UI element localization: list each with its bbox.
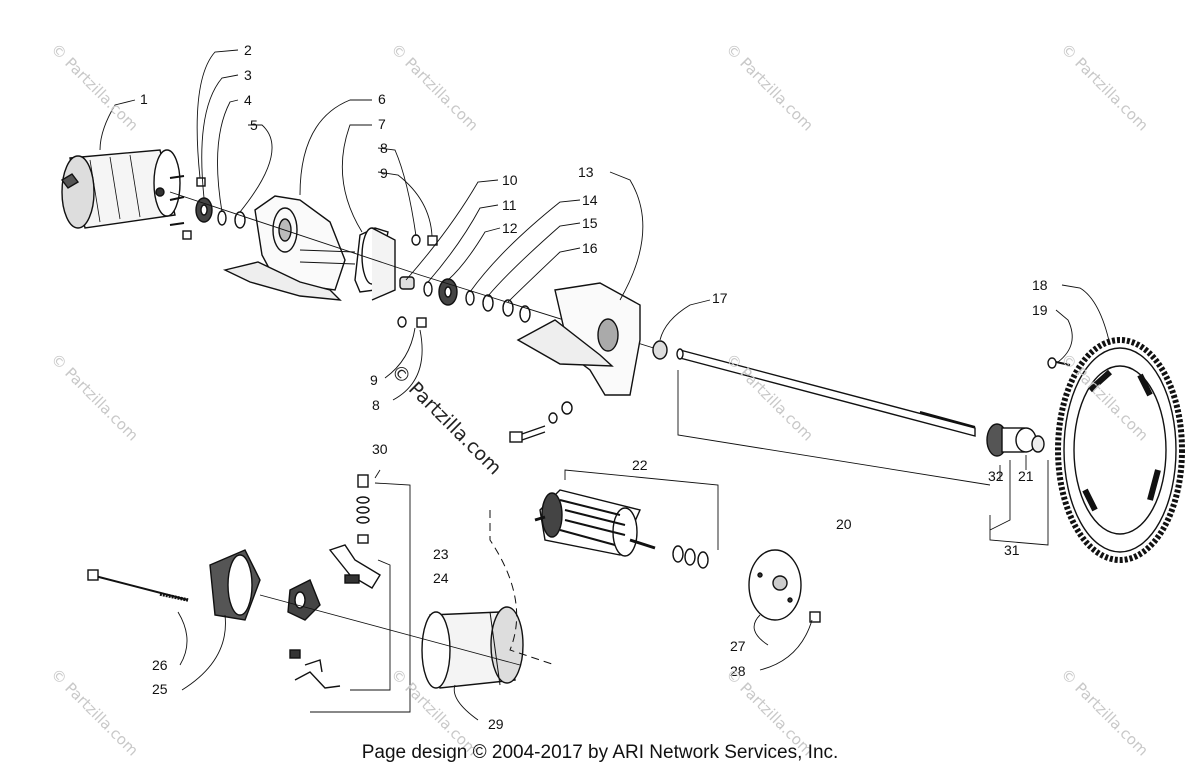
- callout-9-lower: 9: [370, 372, 378, 388]
- pin: [182, 230, 192, 240]
- washer: [465, 290, 475, 306]
- callout-29: 29: [488, 716, 504, 732]
- nut: [416, 317, 427, 328]
- copyright-footer: Page design © 2004-2017 by ARI Network S…: [361, 742, 839, 763]
- idler-gear: [438, 278, 458, 306]
- bushing: [652, 340, 668, 360]
- callout-23: 23: [433, 546, 449, 562]
- callout-16: 16: [582, 240, 598, 256]
- callout-13: 13: [578, 164, 594, 180]
- callout-8: 8: [380, 140, 388, 156]
- callout-28: 28: [730, 663, 746, 679]
- washer: [697, 551, 709, 569]
- callout-32: 32: [988, 468, 1004, 484]
- callout-6: 6: [378, 91, 386, 107]
- pin: [196, 177, 206, 187]
- washer: [684, 548, 696, 566]
- callout-labels: 1 2 3 4 5 6 7 8 9 10 11 12 13 14 15 16 1…: [140, 42, 1048, 732]
- callout-25: 25: [152, 681, 168, 697]
- rear-housing: [209, 549, 261, 621]
- washer: [217, 210, 227, 226]
- callout-12: 12: [502, 220, 518, 236]
- callout-24: 24: [433, 570, 449, 586]
- callout-30: 30: [372, 441, 388, 457]
- brush-plate: [287, 579, 321, 621]
- ring-gear: [1055, 337, 1185, 563]
- gasket-plate: [354, 227, 396, 301]
- mounting-bracket: [516, 282, 641, 396]
- motor-frame: [421, 606, 524, 689]
- washer: [423, 281, 433, 297]
- callout-1: 1: [140, 91, 148, 107]
- callout-2: 2: [244, 42, 252, 58]
- brush-holder: [289, 544, 381, 689]
- washer: [411, 234, 421, 246]
- callout-15: 15: [582, 215, 598, 231]
- clutch-assembly: [986, 423, 1045, 457]
- callout-21: 21: [1018, 468, 1034, 484]
- drive-gear: [195, 197, 213, 223]
- housing-bracket: [222, 195, 356, 301]
- nut: [427, 235, 438, 246]
- leader-lines: [99, 49, 1111, 721]
- callout-18: 18: [1032, 277, 1048, 293]
- washer: [672, 545, 684, 563]
- screw: [1047, 357, 1071, 369]
- callout-26: 26: [152, 657, 168, 673]
- drive-shaft: [676, 348, 976, 437]
- terminal-hardware: [356, 474, 370, 544]
- callout-19: 19: [1032, 302, 1048, 318]
- through-bolt: [87, 569, 189, 602]
- callout-3: 3: [244, 67, 252, 83]
- bushing: [399, 276, 415, 290]
- starter-motor: [60, 149, 185, 229]
- callout-5: 5: [250, 117, 258, 133]
- callout-10: 10: [502, 172, 518, 188]
- callout-11: 11: [502, 197, 517, 213]
- nut: [809, 611, 821, 623]
- washer: [502, 299, 514, 317]
- bolt: [509, 401, 573, 443]
- callout-14: 14: [582, 192, 598, 208]
- callout-20: 20: [836, 516, 852, 532]
- callout-27: 27: [730, 638, 746, 654]
- washer: [397, 316, 407, 328]
- end-plate: [748, 549, 802, 621]
- armature: [534, 489, 656, 557]
- callout-22: 22: [632, 457, 648, 473]
- callout-8-lower: 8: [372, 397, 380, 413]
- callout-7: 7: [378, 116, 386, 132]
- washer: [482, 294, 494, 312]
- callout-4: 4: [244, 92, 252, 108]
- callout-9: 9: [380, 165, 388, 181]
- callout-17: 17: [712, 290, 728, 306]
- washer: [519, 305, 531, 323]
- callout-31: 31: [1004, 542, 1020, 558]
